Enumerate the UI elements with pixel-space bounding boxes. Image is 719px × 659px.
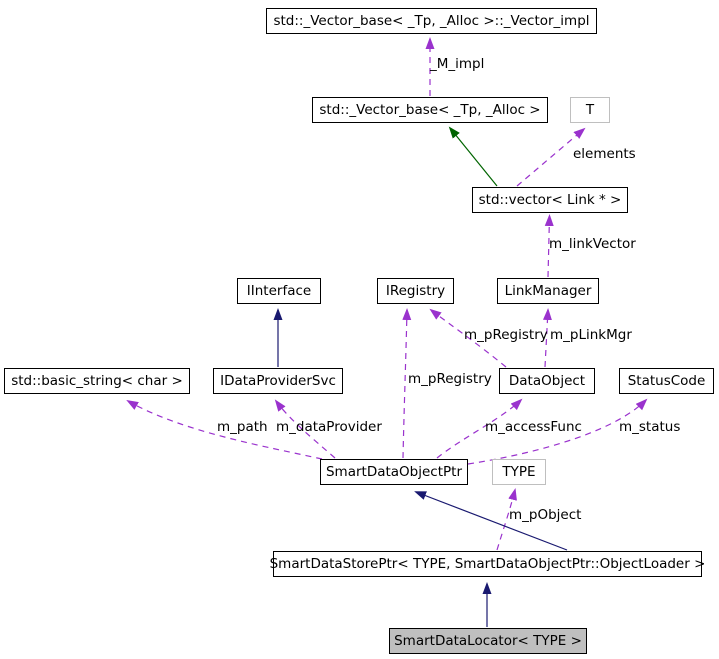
edge-inherit-storeptr-objectptr xyxy=(414,491,568,551)
node-vector-link[interactable]: std::vector< Link * > xyxy=(472,187,628,213)
node-smart-data-locator: SmartDataLocator< TYPE > xyxy=(389,628,587,654)
edge-label-m-p-registry-smartptr: m_pRegistry xyxy=(408,371,492,387)
edge-inherit-vector-vectorbase xyxy=(448,126,498,187)
edge-m-p-object xyxy=(496,488,517,551)
node-iregistry[interactable]: IRegistry xyxy=(377,278,454,304)
edge-m-p-registry-smartptr xyxy=(402,308,412,459)
edge-label-m-access-func: m_accessFunc xyxy=(485,419,582,435)
edge-label-elements: elements xyxy=(573,146,636,162)
edge-label-m-impl: _M_impl xyxy=(430,56,485,72)
node-smart-data-store-ptr[interactable]: SmartDataStorePtr< TYPE, SmartDataObject… xyxy=(270,551,705,577)
edge-label-m-p-link-mgr: m_pLinkMgr xyxy=(550,327,632,343)
node-iinterface[interactable]: IInterface xyxy=(237,278,321,304)
edge-label-m-data-provider: m_dataProvider xyxy=(276,419,382,435)
node-data-object[interactable]: DataObject xyxy=(499,368,595,394)
node-template-t: T xyxy=(570,97,610,123)
edge-label-m-p-registry-dataobject: m_pRegistry xyxy=(464,327,548,343)
edge-elements xyxy=(516,127,586,187)
edge-label-m-link-vector: m_linkVector xyxy=(549,236,636,252)
edge-m-access-func xyxy=(436,398,523,459)
node-template-type: TYPE xyxy=(492,459,546,485)
node-idataprovidersvc[interactable]: IDataProviderSvc xyxy=(213,368,343,394)
edge-m-path xyxy=(126,400,323,460)
edge-label-m-status: m_status xyxy=(619,419,681,435)
node-link-manager[interactable]: LinkManager xyxy=(497,278,599,304)
edge-label-m-p-object: m_pObject xyxy=(509,507,582,523)
edge-m-p-link-mgr xyxy=(542,308,552,368)
node-smart-data-object-ptr[interactable]: SmartDataObjectPtr xyxy=(320,459,468,485)
node-basic-string[interactable]: std::basic_string< char > xyxy=(4,368,190,394)
node-vector-impl[interactable]: std::_Vector_base< _Tp, _Alloc >::_Vecto… xyxy=(266,8,597,34)
node-status-code[interactable]: StatusCode xyxy=(619,368,714,394)
node-vector-base[interactable]: std::_Vector_base< _Tp, _Alloc > xyxy=(312,97,548,123)
edge-label-m-path: m_path xyxy=(217,419,268,435)
